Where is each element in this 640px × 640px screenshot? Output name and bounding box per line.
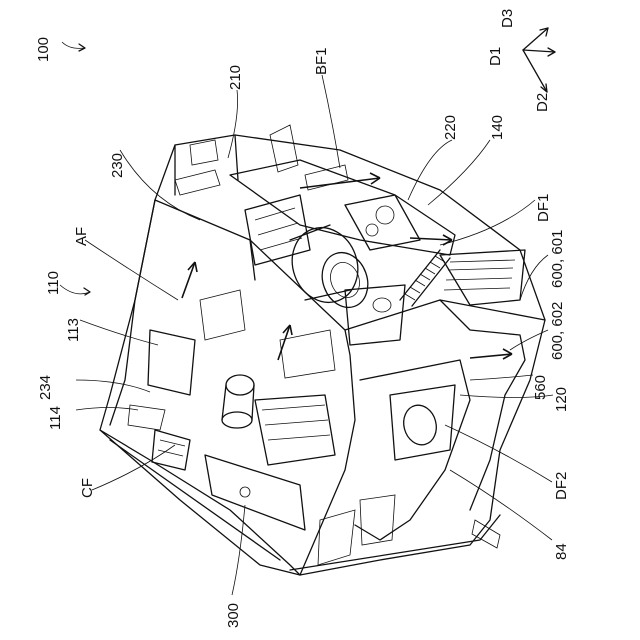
label-230: 230: [109, 153, 126, 178]
label-560: 560: [532, 375, 549, 400]
label-120: 120: [553, 387, 570, 412]
label-84: 84: [553, 543, 570, 560]
label-113: 113: [65, 318, 82, 342]
label-100: 100: [35, 37, 52, 62]
label-210: 210: [227, 65, 244, 90]
label-df1: DF1: [535, 194, 552, 222]
label-234: 234: [37, 375, 54, 400]
axis-label-d1: D1: [487, 47, 504, 66]
label-300: 300: [225, 603, 242, 628]
label-114: 114: [47, 406, 64, 430]
label-af: AF: [73, 227, 90, 246]
label-140: 140: [489, 115, 506, 140]
label-600-601: 600, 601: [549, 230, 566, 288]
airflow-arrows: [182, 173, 512, 360]
label-110: 110: [45, 271, 62, 295]
axis-label-d2: D2: [534, 93, 551, 112]
leader-lines: [60, 42, 553, 595]
machine-body: [100, 125, 545, 575]
orientation-axes: D3 D1 D2: [487, 9, 555, 112]
label-df2: DF2: [553, 472, 570, 500]
label-220: 220: [442, 115, 459, 140]
label-bf1: BF1: [313, 47, 330, 75]
label-cf: CF: [79, 478, 96, 498]
label-600-602: 600, 602: [549, 302, 566, 360]
axis-label-d3: D3: [499, 9, 516, 28]
